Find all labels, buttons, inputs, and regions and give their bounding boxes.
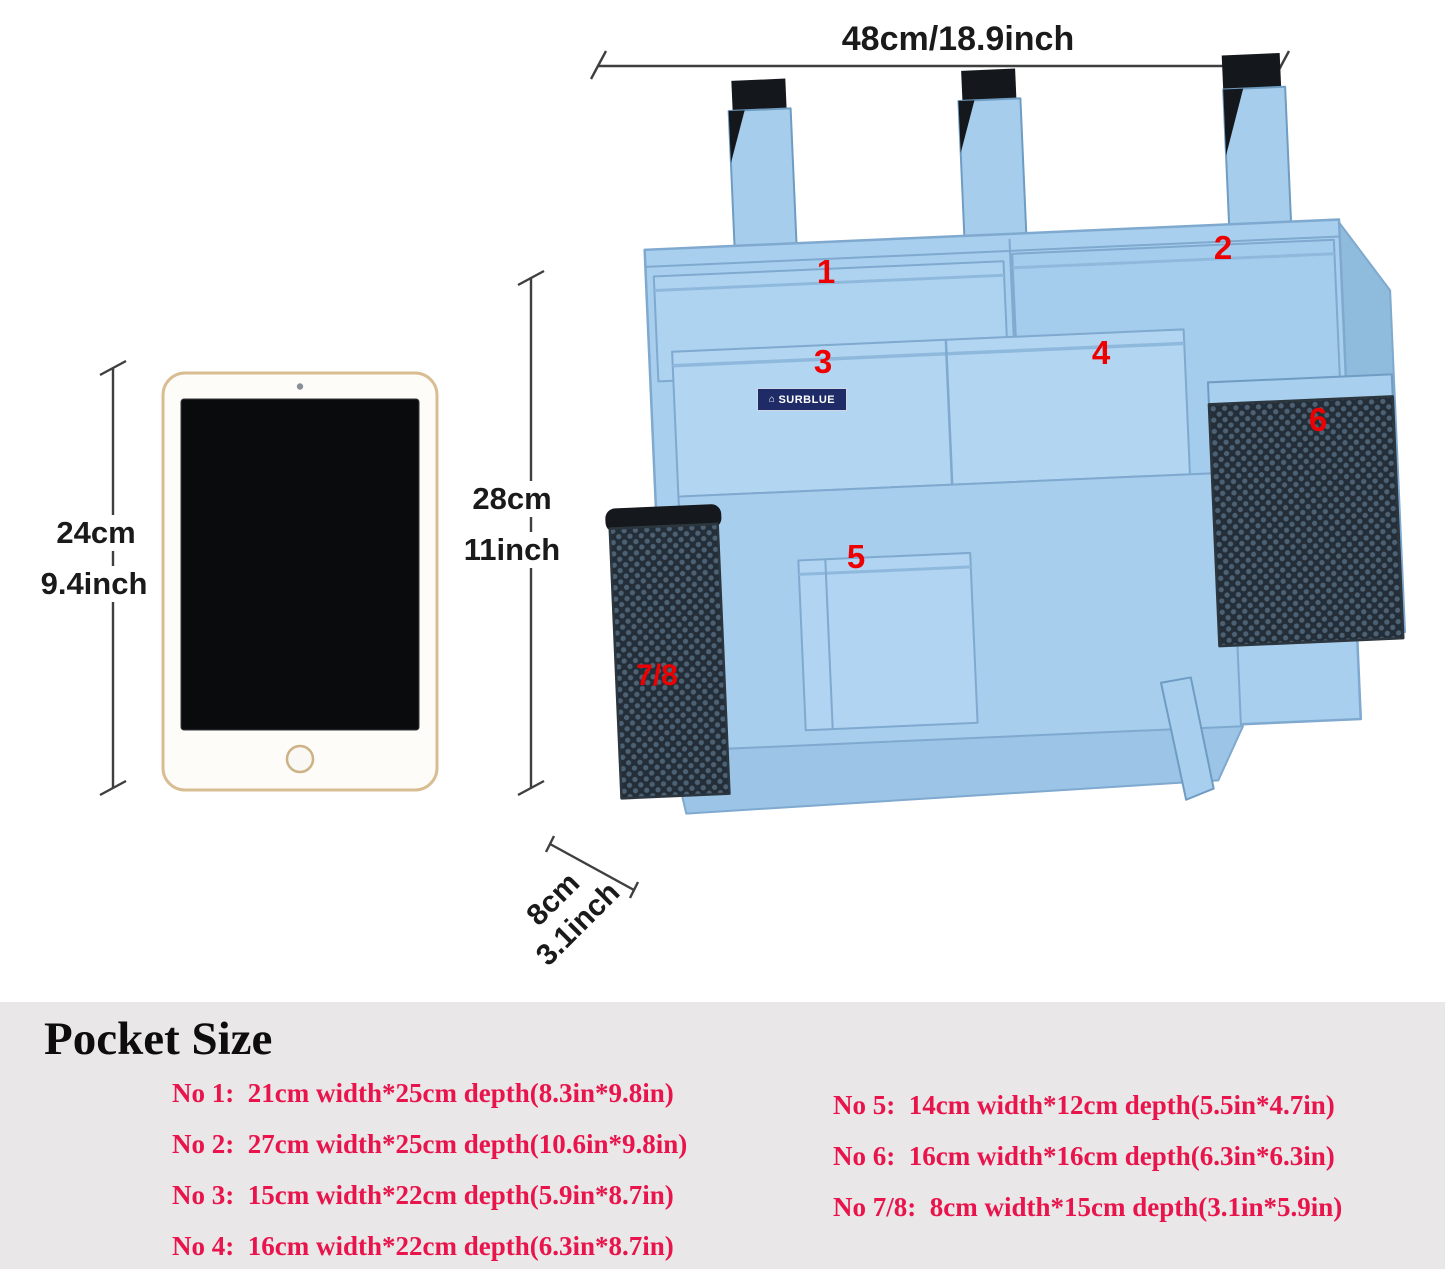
strap <box>957 68 1028 240</box>
pocket-number-6: 6 <box>1308 401 1328 438</box>
bottom-strap <box>1160 676 1215 801</box>
pocket-size-title: Pocket Size <box>44 1013 273 1065</box>
organizer-height-cm-label: 28cm <box>469 481 555 517</box>
tablet-home-button <box>285 744 315 774</box>
hanging-straps <box>727 52 1293 250</box>
pocket-size-panel: Pocket Size No 1: 21cm width*25cm depth(… <box>0 1002 1445 1269</box>
pocket-number-3: 3 <box>813 343 833 380</box>
pocket-size-row-2: No 2: 27cm width*25cm depth(10.6in*9.8in… <box>172 1129 688 1159</box>
pocket-size-row-1: No 1: 21cm width*25cm depth(8.3in*9.8in) <box>172 1078 674 1108</box>
width-dimension-label: 48cm/18.9inch <box>838 20 1078 59</box>
pocket-size-row-5: No 5: 14cm width*12cm depth(5.5in*4.7in) <box>833 1090 1335 1120</box>
pocket-size-row-4: No 4: 16cm width*22cm depth(6.3in*8.7in) <box>172 1231 674 1261</box>
organizer-height-in-label: 11inch <box>460 532 564 568</box>
pocket-number-4: 4 <box>1091 334 1111 371</box>
tablet-camera-dot <box>296 383 304 390</box>
pocket-size-row-7-8: No 7/8: 8cm width*15cm depth(3.1in*5.9in… <box>833 1192 1343 1222</box>
strap <box>1221 52 1293 229</box>
pocket-number-7-8: 7/8 <box>636 659 678 692</box>
tablet-screen <box>180 398 420 731</box>
pocket-size-left-column: No 1: 21cm width*25cm depth(8.3in*9.8in)… <box>172 1078 687 1261</box>
strap <box>727 78 798 250</box>
brand-tag: ⌂ SURBLUE <box>757 388 847 411</box>
pocket-size-right-column: No 5: 14cm width*12cm depth(5.5in*4.7in)… <box>833 1090 1342 1222</box>
product-illustration <box>99 50 1407 899</box>
depth-dimension-line <box>544 835 640 899</box>
house-icon: ⌂ <box>768 393 776 405</box>
pocket-size-row-6: No 6: 16cm width*16cm depth(6.3in*6.3in) <box>833 1141 1335 1171</box>
tablet-height-cm-label: 24cm <box>53 515 139 551</box>
pocket-number-5: 5 <box>846 538 866 575</box>
pocket-number-1: 1 <box>816 253 836 290</box>
mesh-pocket-6 <box>1206 373 1405 648</box>
tablet-height-in-label: 9.4inch <box>37 566 151 602</box>
pocket-5 <box>797 551 979 732</box>
tablet <box>161 371 439 792</box>
pocket-size-row-3: No 3: 15cm width*22cm depth(5.9in*8.7in) <box>172 1180 674 1210</box>
organizer-caddy <box>605 52 1407 815</box>
pocket-number-2: 2 <box>1213 229 1233 266</box>
brand-label: SURBLUE <box>778 393 836 406</box>
mesh-pocket-7-8 <box>605 504 731 800</box>
